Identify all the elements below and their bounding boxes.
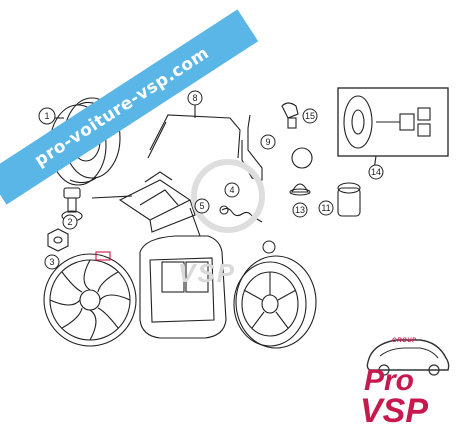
logo-pro-text: Pro <box>364 364 415 397</box>
callout-5: 5 <box>194 198 210 214</box>
svg-text:2: 2 <box>67 217 72 227</box>
callout-4: 4 <box>224 182 240 198</box>
cylinder-nut-part <box>337 182 361 217</box>
logo-vsp-text: VSP <box>360 392 429 430</box>
callout-3: 3 <box>44 254 60 270</box>
watermark-text: VSP <box>178 258 237 288</box>
svg-text:3: 3 <box>49 257 54 267</box>
cone-part <box>289 183 311 196</box>
hex-nut-part <box>47 228 69 252</box>
logo-group-text: GROUP <box>392 338 417 344</box>
bolt-part <box>281 102 299 129</box>
cap-part <box>291 147 313 169</box>
svg-text:13: 13 <box>295 205 305 215</box>
callout-11: 11 <box>318 200 334 216</box>
bracket-part <box>241 114 263 181</box>
spring-clip-part <box>219 205 263 223</box>
callout-8: 8 <box>187 90 203 106</box>
callout-9: 9 <box>260 134 276 150</box>
callout-15: 15 <box>302 108 318 124</box>
tool-tray-part <box>139 207 227 339</box>
callout-wheel-marker <box>262 240 276 254</box>
inset-box-part <box>337 87 449 171</box>
callout-1: 1 <box>38 107 56 125</box>
callout-2: 2 <box>62 214 78 230</box>
jack-part <box>91 171 196 233</box>
hub-cap-part <box>43 253 137 347</box>
svg-text:8: 8 <box>192 93 197 103</box>
svg-text:1: 1 <box>44 111 49 121</box>
svg-text:4: 4 <box>229 185 234 195</box>
alloy-wheel-part <box>233 255 317 349</box>
car-icon <box>366 339 450 376</box>
svg-text:5: 5 <box>199 201 204 211</box>
rod-part <box>147 105 241 159</box>
svg-text:14: 14 <box>371 167 381 177</box>
callout-13: 13 <box>292 202 308 218</box>
callout-14: 14 <box>368 164 384 180</box>
provsp-logo: GROUP Pro VSP <box>350 328 462 432</box>
svg-text:11: 11 <box>321 203 330 213</box>
svg-text:9: 9 <box>265 137 270 147</box>
svg-text:15: 15 <box>305 111 315 121</box>
